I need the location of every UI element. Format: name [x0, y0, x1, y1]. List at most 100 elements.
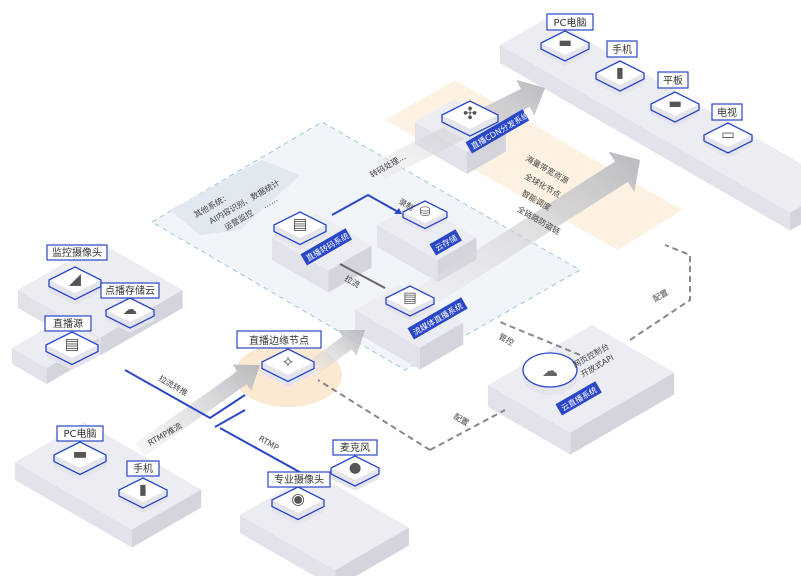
config-top-dashed — [629, 244, 691, 341]
storage-icon: ⛁ — [419, 205, 430, 220]
storage-tag-bg — [429, 229, 462, 256]
phone-push-icon: ▮ — [139, 482, 147, 498]
relay-line — [124, 369, 246, 420]
edge-node-icon: ⟡ — [283, 352, 294, 370]
streaming-tag-bg — [407, 297, 468, 340]
streaming-icon: ▤ — [403, 290, 417, 306]
device-label-tablet: 平板 — [663, 74, 683, 87]
phone-label: 手机 — [133, 462, 153, 475]
slab-left-face — [272, 238, 329, 293]
pc-push-cube: ▬ — [53, 441, 107, 480]
config-bottom-dashed — [429, 409, 506, 451]
label-box — [267, 471, 331, 488]
manage-dashed — [499, 321, 581, 356]
cloud-live-disc: ☁ — [522, 352, 578, 395]
camera-cube: ◢ — [48, 266, 102, 305]
cloud-live-tag-bg — [555, 381, 602, 416]
cube-outline — [118, 477, 168, 509]
cube-outline — [45, 331, 99, 366]
slab-left-face — [12, 348, 47, 384]
slab-top-face — [488, 325, 675, 433]
config-top-label: 配置 — [652, 288, 670, 304]
phone-icon: ▮ — [616, 65, 624, 81]
arrow-edge-to-core — [305, 330, 365, 377]
mic-label: 麦克风 — [340, 442, 370, 454]
label-box — [56, 425, 104, 442]
vod-icon: ☁ — [123, 302, 137, 318]
cube-outline — [402, 200, 448, 230]
cdn-cube: ✣ — [441, 100, 499, 142]
label-box — [46, 244, 108, 261]
pc-icon: ▬ — [558, 35, 572, 51]
cube-outline — [703, 122, 753, 154]
tablet-cube: ▬ — [650, 91, 700, 127]
pro-device-shelf — [240, 472, 409, 576]
mic-cube: ● — [330, 455, 380, 491]
slab-right-face — [335, 527, 409, 576]
cloud-live-platform — [488, 325, 675, 455]
cube-outline — [330, 455, 380, 487]
pro-camera-icon: ◉ — [291, 490, 305, 508]
label-box — [332, 439, 378, 456]
cube-outline — [385, 285, 435, 317]
top-device-shelf — [500, 17, 801, 231]
arrow-head — [394, 208, 402, 214]
pc-push-icon: ▬ — [73, 445, 88, 463]
cube-outline — [53, 441, 107, 476]
label-box — [657, 71, 689, 89]
slab-left-face — [488, 385, 571, 455]
label-box — [126, 460, 160, 477]
label-box — [44, 315, 92, 332]
label-box — [606, 40, 638, 58]
slab-left-face — [240, 515, 336, 576]
other-systems-bubble — [170, 160, 300, 235]
manage-label: 管控 — [497, 331, 516, 348]
label-box — [711, 103, 743, 121]
label-box — [236, 330, 322, 349]
cdn-icon: ✣ — [463, 103, 477, 123]
camera-label: 监控摄像头 — [52, 246, 102, 259]
device-label-tv: 电视 — [717, 106, 737, 119]
camera-icon: ◢ — [69, 270, 81, 288]
config-edge-dashed — [317, 379, 431, 451]
slab-left-face — [355, 310, 420, 370]
slab-left-face — [15, 462, 132, 548]
slab-right-face — [419, 322, 464, 370]
cube-outline — [595, 60, 645, 92]
streaming-cube: ▤ — [385, 285, 435, 321]
transcode-cube: ▤ — [273, 211, 327, 250]
tv-cube: ▭ — [703, 122, 753, 158]
phone-cube: ▮ — [595, 60, 645, 96]
device-label-phone: 手机 — [612, 43, 632, 56]
tablet-icon: ▬ — [668, 96, 682, 112]
pc-label: PC电脑 — [63, 427, 96, 440]
cdn-tag-bg — [465, 109, 530, 154]
transcode-tag-bg — [300, 228, 353, 266]
cube-outline — [261, 348, 315, 383]
slab-right-face — [131, 489, 202, 548]
slab-top-face — [500, 17, 801, 213]
disc-top — [522, 352, 578, 388]
transcode-icon: ▤ — [293, 215, 308, 233]
relay-label: 拉流转推 — [157, 373, 190, 398]
vod-label: 点播存储云 — [105, 284, 155, 297]
push-device-shelf — [15, 422, 202, 548]
slab-right-face — [790, 206, 801, 231]
pro-camera-label: 专业摄像头 — [274, 473, 324, 486]
edge-node-cube: ⟡ — [261, 348, 315, 387]
tv-icon: ▭ — [721, 127, 735, 143]
device-label-pc: PC电脑 — [553, 16, 586, 29]
slab-left-face — [377, 225, 438, 282]
rtmp-line — [219, 427, 306, 476]
slab-right-face — [570, 372, 675, 455]
cube-outline — [441, 100, 499, 137]
live-source-icon: ▤ — [65, 335, 80, 353]
live-source-label: 直播源 — [53, 317, 83, 330]
config-bottom-label: 配置 — [452, 412, 470, 428]
pc-cube: ▬ — [540, 30, 590, 66]
label-box — [100, 282, 160, 299]
phone-push-cube: ▮ — [118, 477, 168, 513]
cube-outline — [540, 30, 590, 62]
live-source-cube: ▤ — [45, 331, 99, 370]
